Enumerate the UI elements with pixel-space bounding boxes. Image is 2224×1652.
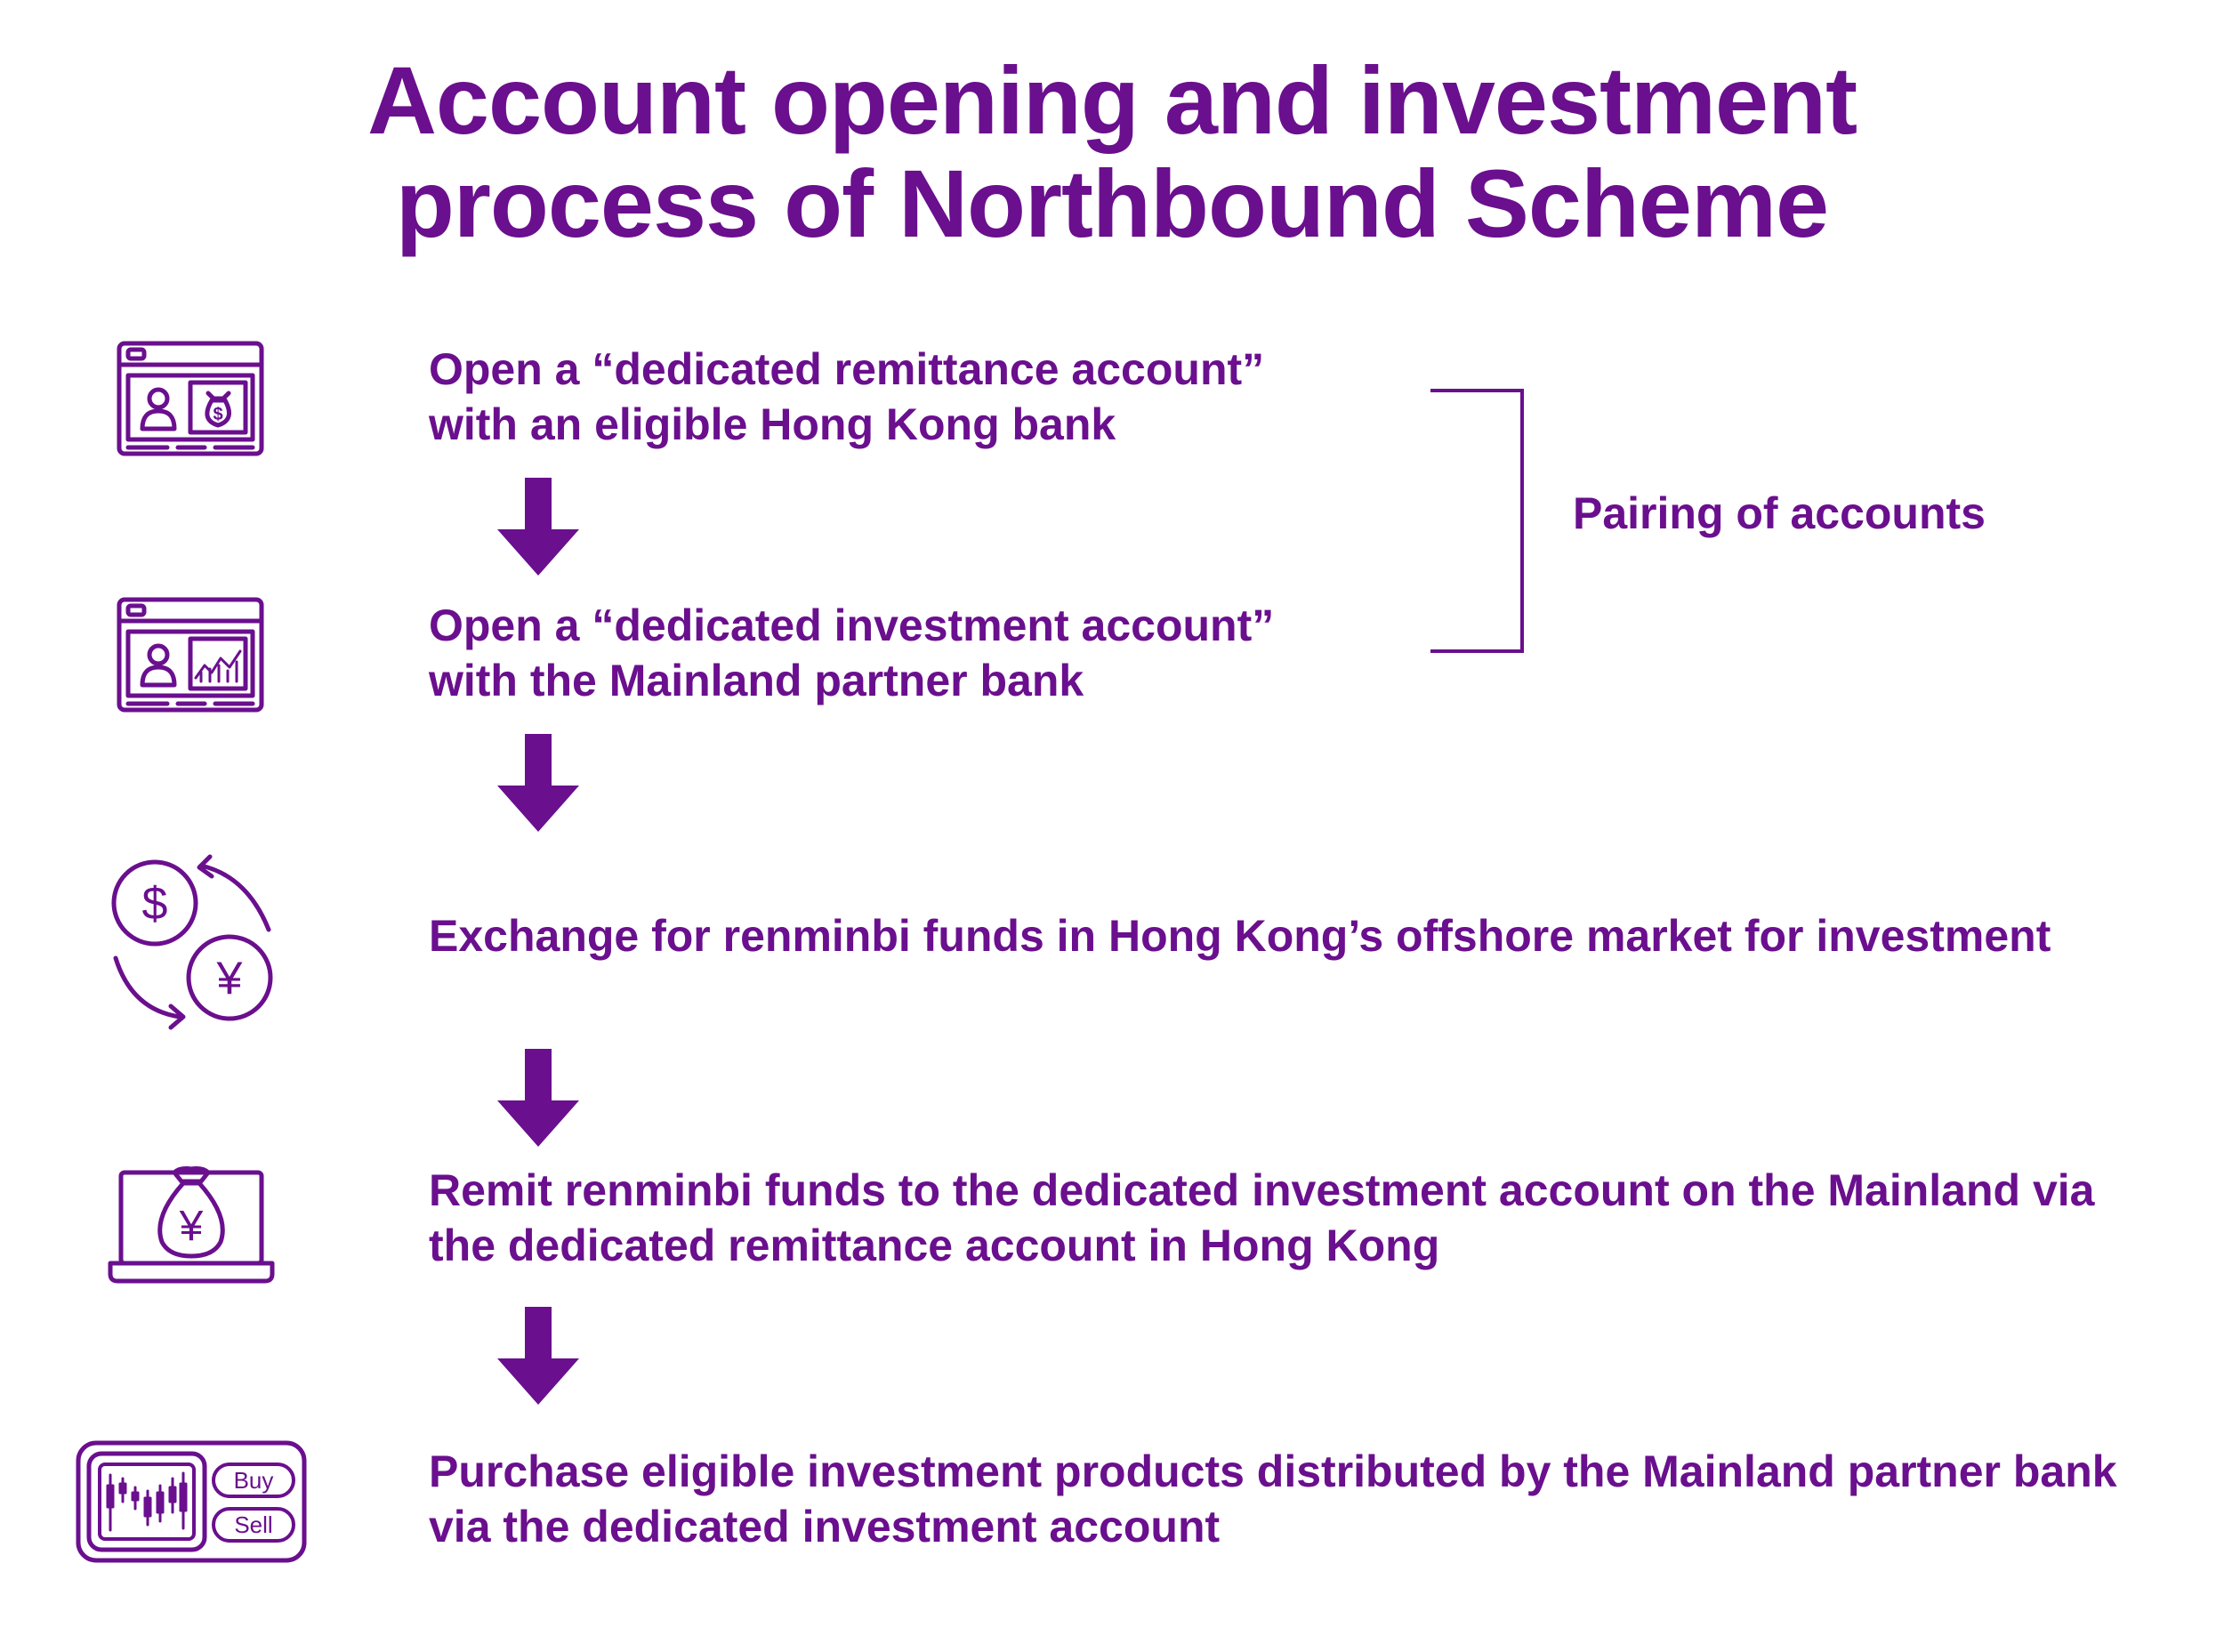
remittance-account-window-icon: $ — [117, 341, 264, 456]
pairing-bracket — [1430, 389, 1524, 653]
step-3-line-1: Exchange for renminbi funds in Hong Kong… — [429, 911, 2051, 961]
investment-account-window-icon — [117, 597, 264, 713]
step-1-line-1: Open a “dedicated remittance account” — [429, 344, 1265, 394]
step-3-text: Exchange for renminbi funds in Hong Kong… — [429, 908, 2051, 963]
yuan-symbol: ¥ — [179, 1203, 204, 1250]
step-4-text: Remit renminbi funds to the dedicated in… — [429, 1163, 2094, 1273]
down-arrow-icon — [497, 734, 579, 832]
step-2-line-2: with the Mainland partner bank — [429, 656, 1084, 705]
step-5-line-2: via the dedicated investment account — [429, 1502, 1221, 1551]
dollar-symbol: $ — [213, 405, 222, 424]
trading-screen-icon: Buy Sell — [76, 1440, 307, 1563]
step-2-line-1: Open a “dedicated investment account” — [429, 600, 1275, 650]
title-line-2: process of Northbound Scheme — [395, 149, 1829, 257]
pairing-label: Pairing of accounts — [1573, 488, 1986, 538]
step-4-line-2: the dedicated remittance account in Hong… — [429, 1221, 1440, 1270]
sell-label: Sell — [234, 1511, 272, 1538]
step-5-text: Purchase eligible investment products di… — [429, 1444, 2117, 1554]
diagram-title: Account opening and investment process o… — [267, 49, 1957, 255]
currency-exchange-icon: $ ¥ — [111, 854, 273, 1030]
step-1-text: Open a “dedicated remittance account” wi… — [429, 342, 1264, 452]
yuan-symbol: ¥ — [216, 953, 243, 1004]
down-arrow-icon — [497, 1307, 579, 1405]
buy-label: Buy — [234, 1467, 274, 1494]
step-4-line-1: Remit renminbi funds to the dedicated in… — [429, 1165, 2095, 1215]
down-arrow-icon — [497, 1049, 579, 1147]
dollar-symbol: $ — [142, 878, 168, 930]
laptop-money-bag-icon: ¥ — [108, 1166, 275, 1284]
down-arrow-icon — [497, 478, 579, 576]
step-2-text: Open a “dedicated investment account” wi… — [429, 598, 1274, 708]
step-5-line-1: Purchase eligible investment products di… — [429, 1447, 2117, 1496]
step-1-line-2: with an eligible Hong Kong bank — [429, 399, 1116, 449]
title-line-1: Account opening and investment — [367, 46, 1857, 154]
